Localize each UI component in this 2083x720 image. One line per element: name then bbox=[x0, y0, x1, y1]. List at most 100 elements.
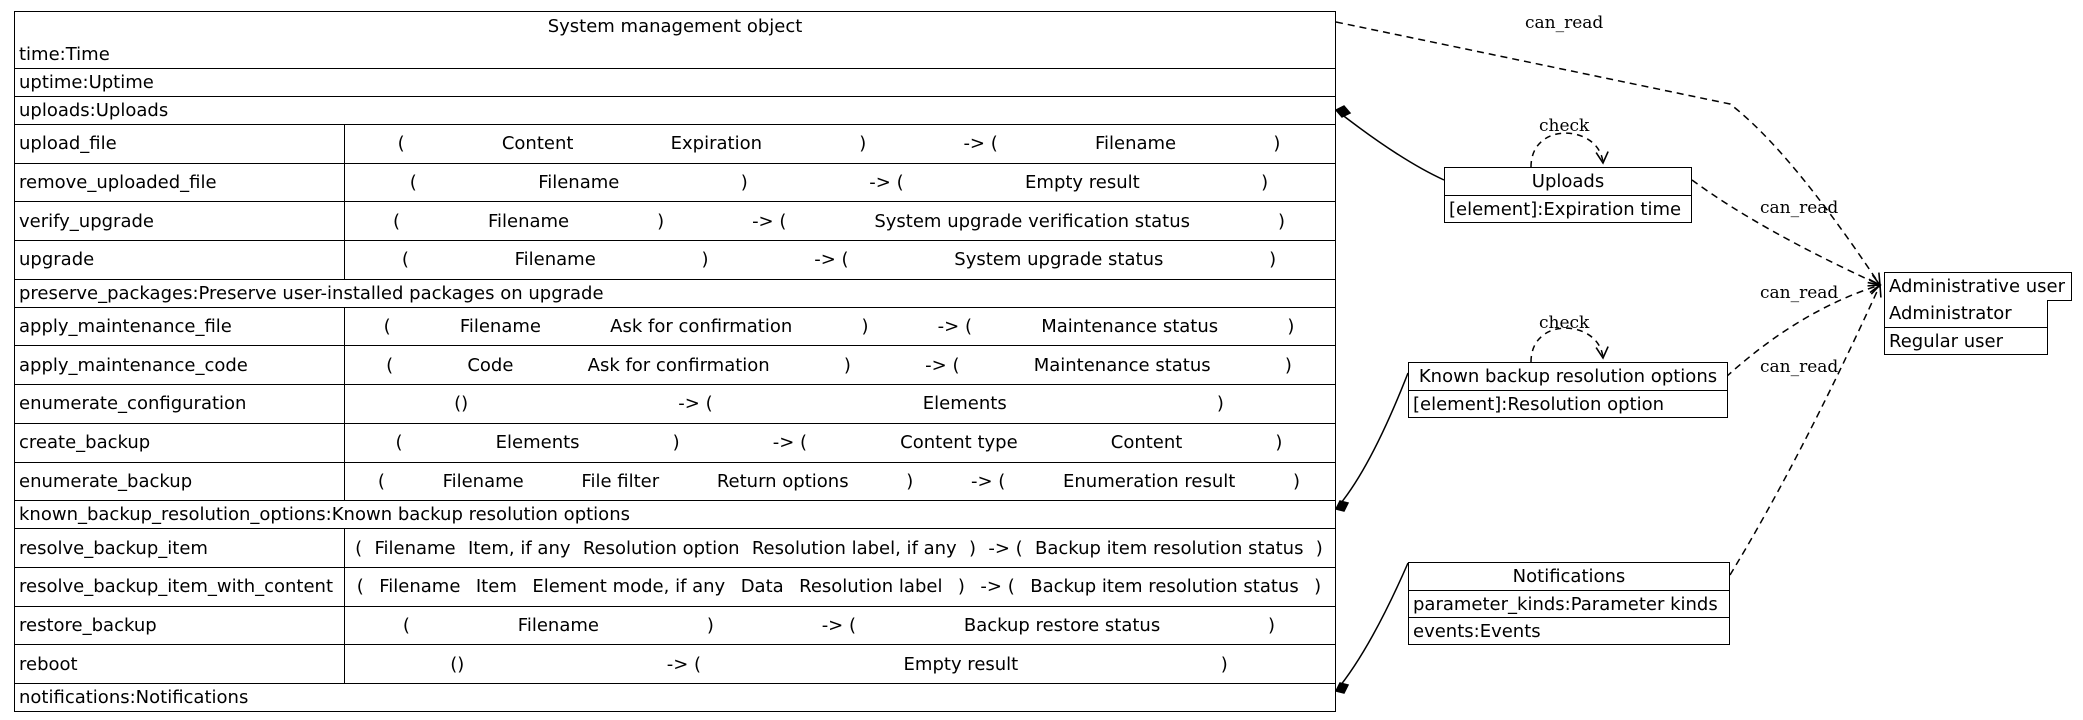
signature-token: Elements bbox=[495, 432, 580, 454]
method-signature: ()-> (Empty result) bbox=[345, 645, 1335, 683]
enum-value: Regular user bbox=[1885, 327, 2047, 354]
class-attribute: uptime:Uptime bbox=[15, 68, 1335, 96]
method-signature: (Filename)-> (System upgrade status) bbox=[345, 241, 1335, 279]
administrative-user-values: Administrator Regular user bbox=[1884, 300, 2048, 355]
method-name: enumerate_backup bbox=[15, 462, 345, 501]
signature-token: ) bbox=[701, 249, 709, 271]
class-attribute: preserve_packages:Preserve user-installe… bbox=[15, 278, 1335, 307]
class-method: reboot()-> (Empty result) bbox=[15, 644, 1335, 683]
signature-token: ) bbox=[1220, 653, 1228, 675]
check-loop-known-backup bbox=[1530, 327, 1609, 363]
signature-token: Code bbox=[467, 354, 514, 376]
method-signature: (Filename)-> (System upgrade verificatio… bbox=[345, 202, 1335, 240]
administrative-user-class: Administrative user bbox=[1884, 272, 2072, 301]
signature-token: ) bbox=[859, 133, 867, 155]
signature-token: ) bbox=[706, 614, 714, 636]
signature-token: Data bbox=[740, 576, 784, 598]
signature-token: Empty result bbox=[1025, 172, 1140, 194]
method-name: upgrade bbox=[15, 241, 345, 279]
class-attribute: parameter_kinds:Parameter kinds bbox=[1409, 590, 1729, 617]
signature-token: ) bbox=[969, 537, 977, 559]
check-loop-uploads bbox=[1530, 132, 1609, 168]
composition-edge-notifications bbox=[1335, 562, 1409, 692]
composition-edge-uploads bbox=[1335, 109, 1445, 181]
class-attribute: [element]:Expiration time bbox=[1445, 195, 1691, 222]
class-attribute: notifications:Notifications bbox=[15, 682, 1335, 711]
signature-token: -> ( bbox=[980, 576, 1015, 598]
signature-token: ) bbox=[861, 316, 869, 338]
signature-token: ( bbox=[355, 537, 363, 559]
signature-token: File filter bbox=[581, 470, 660, 492]
signature-token: -> ( bbox=[666, 653, 702, 675]
method-name: create_backup bbox=[15, 423, 345, 462]
signature-token: -> ( bbox=[963, 133, 998, 155]
signature-token: Content bbox=[501, 133, 574, 155]
signature-token: ( bbox=[356, 576, 364, 598]
signature-token: System upgrade verification status bbox=[874, 210, 1191, 232]
method-name: resolve_backup_item_with_content bbox=[15, 567, 345, 606]
notifications-class: Notifications parameter_kinds:Parameter … bbox=[1408, 562, 1730, 645]
class-attribute: uploads:Uploads bbox=[15, 96, 1335, 124]
class-attribute: known_backup_resolution_options:Known ba… bbox=[15, 500, 1335, 528]
signature-token: ) bbox=[1275, 432, 1283, 454]
check-label-uploads: check bbox=[1539, 116, 1590, 136]
class-title: Known backup resolution options bbox=[1418, 366, 1718, 387]
signature-token: Enumeration result bbox=[1063, 470, 1236, 492]
signature-token: Maintenance status bbox=[1041, 316, 1219, 338]
method-name: upload_file bbox=[15, 125, 345, 163]
signature-token: Resolution label, if any bbox=[751, 537, 957, 559]
signature-token: Backup restore status bbox=[963, 614, 1161, 636]
method-signature: ()-> (Elements) bbox=[345, 385, 1335, 423]
check-label-known-backup: check bbox=[1539, 313, 1590, 333]
signature-token: Filename bbox=[442, 470, 524, 492]
signature-token: -> ( bbox=[772, 432, 808, 454]
class-method: restore_backup(Filename)-> (Backup resto… bbox=[15, 605, 1335, 645]
signature-token: ) bbox=[1268, 614, 1276, 636]
signature-token: Item, if any bbox=[467, 537, 571, 559]
method-name: verify_upgrade bbox=[15, 202, 345, 241]
signature-token: ) bbox=[1314, 576, 1322, 598]
signature-token: Backup item resolution status bbox=[1030, 576, 1299, 598]
signature-token: Elements bbox=[922, 393, 1007, 415]
signature-token: Filename bbox=[487, 210, 570, 232]
can-read-label-known-backup: can_read bbox=[1760, 283, 1839, 303]
signature-token: ( bbox=[402, 614, 410, 636]
signature-token: Filename bbox=[374, 537, 456, 559]
composition-diamond-uploads bbox=[1334, 105, 1352, 118]
signature-token: ( bbox=[377, 470, 385, 492]
can-read-label-notifications: can_read bbox=[1760, 357, 1839, 377]
signature-token: ) bbox=[1315, 537, 1323, 559]
signature-token: ) bbox=[672, 432, 680, 454]
can-read-edge-main bbox=[1335, 21, 1881, 287]
enum-value: Administrator bbox=[1889, 303, 2012, 324]
method-name: enumerate_configuration bbox=[15, 385, 345, 423]
signature-token: ( bbox=[397, 133, 405, 155]
signature-token: -> ( bbox=[821, 614, 857, 636]
composition-diamond-notifications bbox=[1334, 682, 1350, 694]
method-signature: (Filename)-> (Empty result) bbox=[345, 164, 1335, 202]
signature-token: -> ( bbox=[752, 210, 787, 232]
signature-token: Maintenance status bbox=[1033, 354, 1211, 376]
signature-token: ) bbox=[657, 210, 665, 232]
can-read-label-uploads: can_read bbox=[1760, 198, 1839, 218]
signature-token: Element mode, if any bbox=[532, 576, 726, 598]
signature-token: ) bbox=[957, 576, 965, 598]
signature-token: -> ( bbox=[988, 537, 1023, 559]
signature-token: ) bbox=[740, 172, 748, 194]
class-attribute: events:Events bbox=[1409, 617, 1729, 644]
signature-token: -> ( bbox=[814, 249, 849, 271]
class-method: enumerate_configuration()-> (Elements) bbox=[15, 384, 1335, 423]
signature-token: -> ( bbox=[869, 172, 904, 194]
signature-token: ) bbox=[1216, 393, 1224, 415]
signature-token: -> ( bbox=[678, 393, 713, 415]
method-name: restore_backup bbox=[15, 606, 345, 645]
composition-edge-known-backup bbox=[1335, 372, 1409, 510]
class-title: Uploads bbox=[1531, 171, 1605, 192]
signature-token: ) bbox=[1269, 249, 1277, 271]
